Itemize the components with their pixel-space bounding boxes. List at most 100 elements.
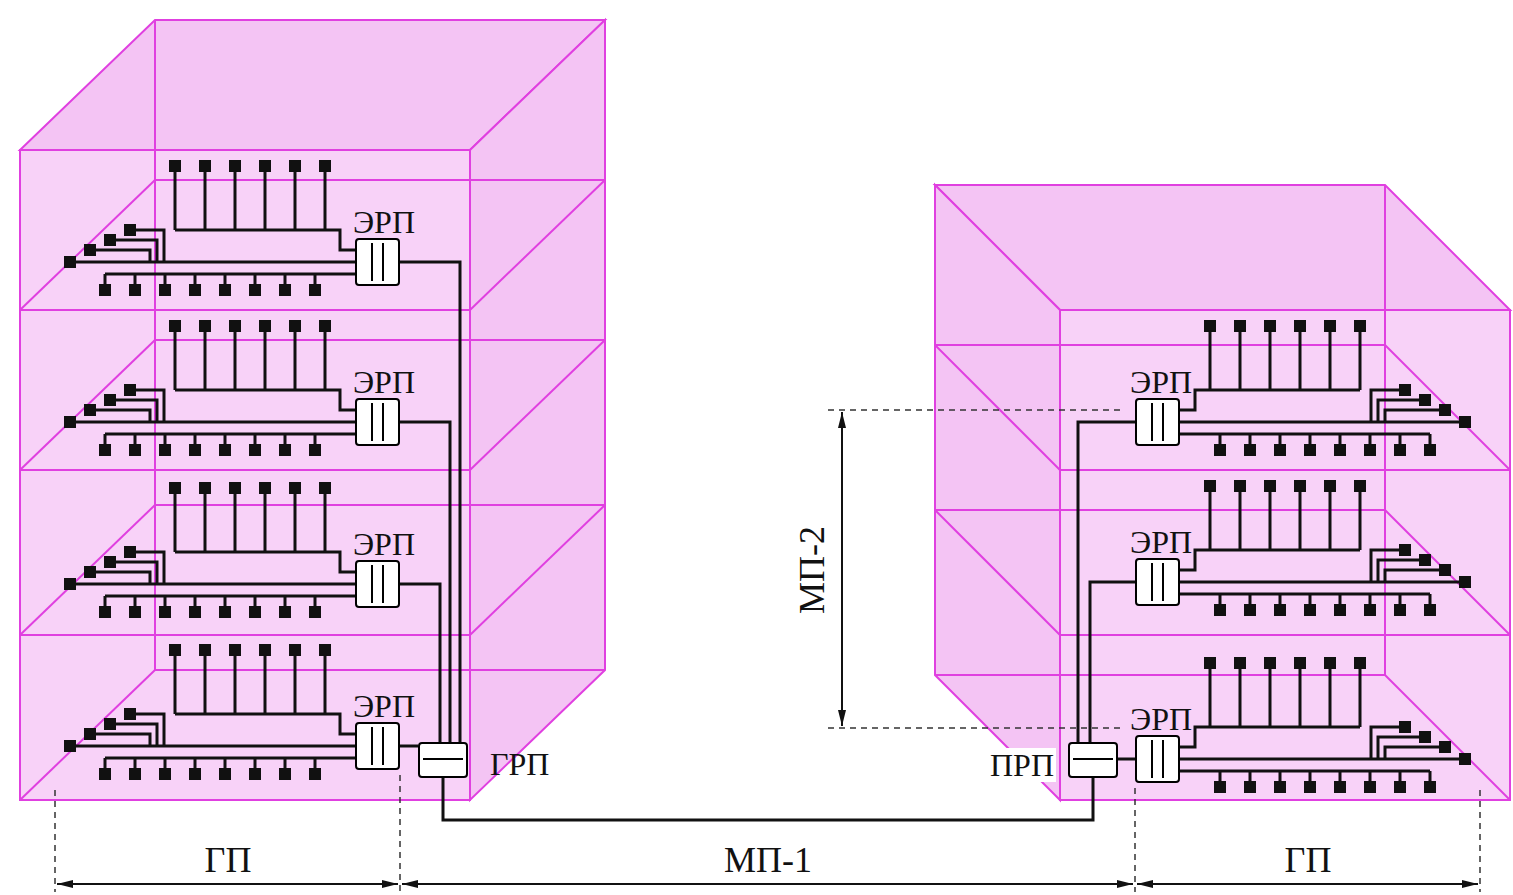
horizontal-cable [1329,665,1332,727]
horizontal-cable [175,714,355,734]
backbone-cable [1090,582,1135,742]
horizontal-cable [1299,488,1302,550]
workstation-outlet [159,768,171,780]
horizontal-cable [264,490,267,552]
workstation-outlet [229,482,241,494]
dimension-label: ГП [205,842,252,878]
horizontal-cable [1239,665,1242,727]
workstation-outlet [1419,394,1431,406]
horizontal-cable [105,757,355,760]
horizontal-cable [1180,770,1430,773]
node-label: ЭРП [353,366,415,398]
workstation-outlet [124,708,136,720]
workstation-outlet [1304,781,1316,793]
workstation-outlet [1424,604,1436,616]
workstation-outlet [279,768,291,780]
horizontal-cable [324,490,327,552]
horizontal-cable [174,168,177,230]
panel-divider [1162,563,1164,601]
workstation-outlet [229,320,241,332]
workstation-outlet [289,320,301,332]
node-label: ЭРП [1130,366,1192,398]
horizontal-cable [105,273,355,276]
floor-line [20,309,470,311]
workstation-outlet [279,284,291,296]
workstation-outlet [104,394,116,406]
horizontal-cable [324,168,327,230]
workstation-outlet [1274,444,1286,456]
node-label: ЭРП [1130,526,1192,558]
workstation-outlet [1334,444,1346,456]
horizontal-cable [1359,488,1362,550]
workstation-outlet [1304,604,1316,616]
panel-divider [1073,758,1113,760]
node-label: ГРП [490,748,549,780]
workstation-outlet [129,284,141,296]
floor-line [1060,469,1510,471]
workstation-outlet [249,606,261,618]
workstation-outlet [1439,741,1451,753]
dimension-label: ГП [1285,842,1332,878]
workstation-outlet [1244,604,1256,616]
workstation-outlet [319,644,331,656]
workstation-outlet [1244,444,1256,456]
workstation-outlet [1394,444,1406,456]
floor-line [20,180,155,310]
horizontal-cable [1385,410,1445,422]
workstation-outlet [169,644,181,656]
workstation-outlet [1234,657,1246,669]
panel-divider [382,565,384,603]
horizontal-cable [1359,328,1362,390]
workstation-outlet [309,444,321,456]
workstation-outlet [1204,480,1216,492]
panel-divider [382,243,384,281]
workstation-outlet [259,160,271,172]
horizontal-cable [1180,433,1430,436]
workstation-outlet [279,606,291,618]
workstation-outlet [1274,781,1286,793]
horizontal-cable [264,328,267,390]
panel-divider [382,403,384,441]
horizontal-cable [1378,560,1425,582]
workstation-outlet [1459,416,1471,428]
workstation-outlet [104,718,116,730]
workstation-outlet [189,284,201,296]
horizontal-cable [204,168,207,230]
workstation-outlet [1294,657,1306,669]
horizontal-cable [1209,328,1212,390]
horizontal-cable [1299,665,1302,727]
workstation-outlet [1364,781,1376,793]
horizontal-cable [1180,390,1360,410]
workstation-outlet [1424,444,1436,456]
horizontal-cable [1269,488,1272,550]
horizontal-cable [174,328,177,390]
workstation-outlet [1399,544,1411,556]
panel-divider [1151,740,1153,778]
building-front [1060,310,1510,800]
panel-divider [371,243,373,281]
panel-divider [1162,403,1164,441]
workstation-outlet [1204,657,1216,669]
workstation-outlet [1244,781,1256,793]
extension-line [54,790,56,892]
workstation-outlet [1204,320,1216,332]
workstation-outlet [1324,480,1336,492]
workstation-outlet [1354,480,1366,492]
horizontal-cable [90,734,150,746]
floor-line [155,504,605,506]
panel-divider [371,727,373,765]
extension-line [1479,790,1481,892]
workstation-outlet [64,740,76,752]
workstation-outlet [159,284,171,296]
workstation-outlet [1439,404,1451,416]
horizontal-cable [1209,665,1212,727]
node-label: ЭРП [353,690,415,722]
workstation-outlet [1424,781,1436,793]
workstation-outlet [279,444,291,456]
floor-line [935,344,1385,346]
horizontal-cable [70,583,355,586]
workstation-outlet [84,244,96,256]
building-side [470,20,605,800]
